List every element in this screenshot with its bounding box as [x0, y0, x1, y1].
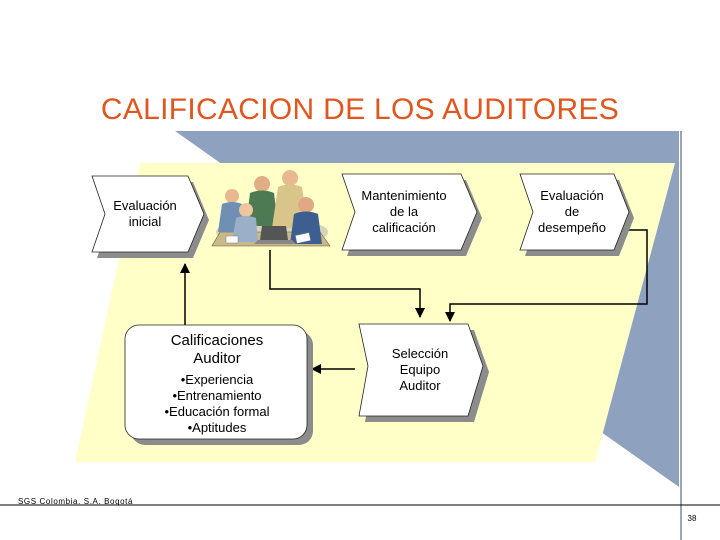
node-list-item: •Aptitudes	[187, 420, 247, 435]
node-evaluacion-inicial-label: Evaluación inicial	[100, 198, 190, 230]
node-list-item: •Experiencia	[180, 372, 254, 387]
page-title: CALIFICACION DE LOS AUDITORES	[100, 93, 620, 126]
node-title-line: Calificaciones	[170, 332, 264, 349]
node-label-line: Evaluación	[540, 188, 604, 203]
node-seleccion-shape	[358, 323, 489, 422]
node-calificaciones-label: Calificaciones Auditor •Experiencia •Ent…	[127, 332, 307, 436]
footer-company: SGS Colombia. S.A. Bogotá	[18, 497, 134, 506]
connectors	[180, 229, 648, 374]
node-evaluacion-desempeno-shape	[519, 173, 634, 256]
node-mantenimiento-label: Mantenimiento de la calificación	[344, 188, 464, 236]
node-evaluacion-desempeno-label: Evaluación de desempeño	[522, 188, 622, 236]
node-list-item: •Educación formal	[164, 404, 270, 419]
connector-desempeno-to-loop	[445, 229, 648, 322]
node-label-line: Mantenimiento	[361, 188, 447, 203]
node-mantenimiento-shape	[341, 173, 482, 256]
node-label-line: de la	[389, 204, 419, 219]
node-label-line: Evaluación	[113, 198, 177, 213]
node-label-line: Selección	[391, 346, 449, 361]
node-label-line: de	[564, 204, 580, 219]
node-title-line: Auditor	[193, 350, 241, 367]
node-label-line: Auditor	[399, 378, 441, 393]
node-seleccion-label: Selección Equipo Auditor	[368, 346, 472, 394]
page-number: 38	[687, 514, 697, 523]
node-label-line: desempeño	[538, 220, 606, 235]
connector-mantenimiento-to-seleccion	[269, 250, 425, 318]
business-meeting-clipart-icon	[211, 170, 331, 247]
node-label-line: calificación	[372, 220, 436, 235]
node-evaluacion-inicial-shape	[91, 175, 209, 258]
node-list-item: •Entrenamiento	[172, 388, 262, 403]
node-label-line: Equipo	[399, 362, 441, 377]
node-calificaciones-shape	[124, 324, 313, 445]
node-label-line: inicial	[128, 214, 162, 229]
